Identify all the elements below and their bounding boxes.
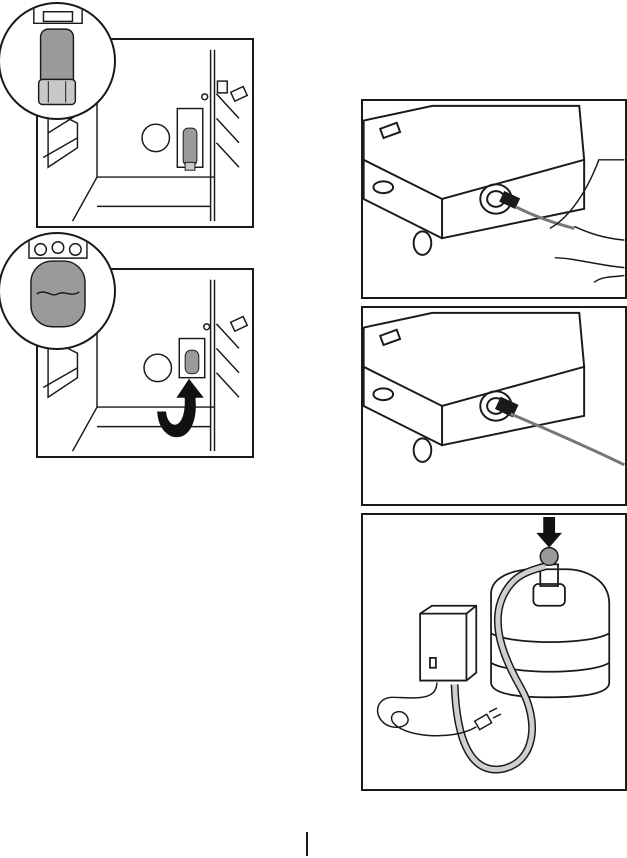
pump-hose-insert-illustration bbox=[363, 101, 625, 297]
plug-icon bbox=[475, 708, 501, 730]
pump-bottle-connection-panel bbox=[361, 513, 627, 791]
filter-closeup-icon bbox=[0, 4, 114, 118]
rotate-arrow-icon bbox=[158, 380, 203, 437]
pump-bottle-illustration bbox=[363, 515, 625, 789]
filter-closeup-zoom-2 bbox=[0, 232, 116, 350]
filter-rotate-closeup-icon bbox=[0, 234, 114, 348]
pump-unit-icon bbox=[420, 606, 476, 681]
pump-hose-connected-panel bbox=[361, 306, 627, 506]
filter-closeup-zoom-1 bbox=[0, 2, 116, 120]
down-arrow-icon bbox=[536, 517, 562, 548]
pump-hose-insert-panel bbox=[361, 99, 627, 299]
hand-icon bbox=[550, 160, 624, 282]
pump-hose-connected-illustration bbox=[363, 308, 625, 504]
page-divider bbox=[306, 832, 308, 856]
